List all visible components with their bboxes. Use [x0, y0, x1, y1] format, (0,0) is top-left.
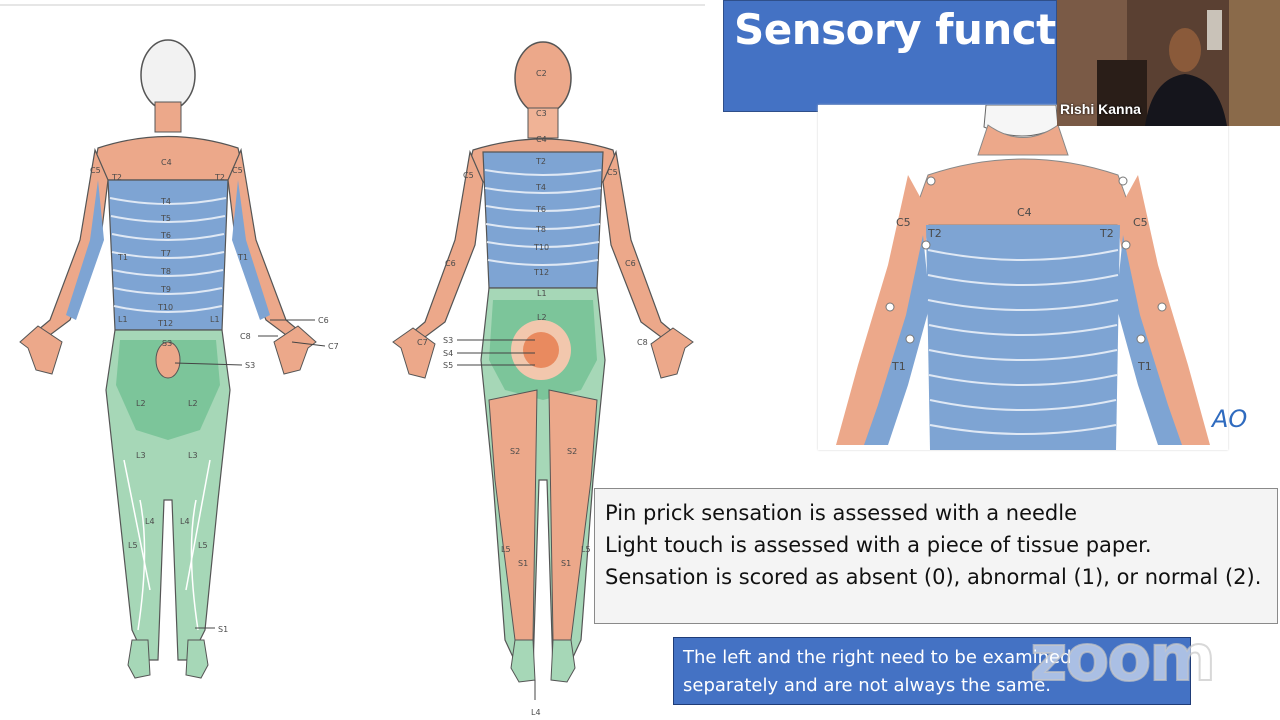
back-label-t4: T4 [535, 183, 546, 192]
torso-inset-figure: C4 C5 C5 T2 T2 T1 T1 [836, 104, 1210, 450]
back-label-s5: S5 [443, 361, 453, 370]
front-label-t10: T10 [157, 303, 173, 312]
back-label-c5-right: C5 [607, 168, 618, 177]
zoom-watermark: zoom [1029, 621, 1217, 697]
front-label-t2-right: T2 [111, 173, 122, 182]
back-label-c4: C4 [536, 135, 547, 144]
inset-label-t2-right: T2 [927, 227, 942, 240]
note-line-1: The left and the right need to be examin… [683, 647, 1072, 668]
slide-title-box: Sensory functio [723, 0, 1057, 112]
front-label-l3-right: L3 [136, 451, 146, 460]
note-line-2: separately and are not always the same. [683, 675, 1051, 696]
front-label-t9: T9 [160, 285, 171, 294]
back-label-l2: L2 [537, 313, 547, 322]
back-label-t10: T10 [533, 243, 549, 252]
inset-label-t1-right: T1 [891, 360, 906, 373]
inset-label-c5-right: C5 [896, 216, 911, 229]
front-label-l2-left: L2 [188, 399, 198, 408]
back-label-l1: L1 [537, 289, 547, 298]
bilateral-note-box: The left and the right need to be examin… [673, 637, 1191, 705]
info-line-light-touch: Light touch is assessed with a piece of … [605, 533, 1152, 557]
inset-label-t1-left: T1 [1137, 360, 1152, 373]
front-label-c6: C6 [318, 316, 329, 325]
participant-name-label: Rishi Kanna [1060, 101, 1141, 117]
back-label-s2-left: S2 [510, 447, 520, 456]
back-label-t8: T8 [535, 225, 546, 234]
front-label-t5: T5 [160, 214, 171, 223]
front-label-s3-center: S3 [162, 339, 172, 348]
front-label-t1-right: T1 [117, 253, 128, 262]
front-label-t6: T6 [160, 231, 171, 240]
back-label-t2: T2 [535, 157, 546, 166]
front-label-s1: S1 [218, 625, 228, 634]
torso-inset-image: C4 C5 C5 T2 T2 T1 T1 [818, 104, 1228, 450]
back-label-c6-right: C6 [625, 259, 636, 268]
back-label-s4: S4 [443, 349, 453, 358]
front-label-l3-left: L3 [188, 451, 198, 460]
front-label-l1-right: L1 [118, 315, 128, 324]
front-label-t4: T4 [160, 197, 171, 206]
front-label-t8: T8 [160, 267, 171, 276]
front-label-l4-left: L4 [180, 517, 190, 526]
info-line-pin-prick: Pin prick sensation is assessed with a n… [605, 501, 1078, 525]
back-label-s3: S3 [443, 336, 453, 345]
inset-label-t2-left: T2 [1099, 227, 1114, 240]
front-label-c4: C4 [161, 158, 172, 167]
back-dermatome-figure: C2 C3 C4 C5 C5 T2 T4 T6 T8 T10 T12 L1 L2… [392, 41, 694, 717]
back-label-t6: T6 [535, 205, 546, 214]
sensation-info-box: Pin prick sensation is assessed with a n… [594, 488, 1278, 624]
front-label-t12: T12 [157, 319, 173, 328]
slide-title: Sensory functio [734, 5, 1056, 54]
front-label-t2-left: T2 [214, 173, 225, 182]
front-label-t7: T7 [160, 249, 171, 258]
back-label-c2: C2 [536, 69, 547, 78]
front-label-l5-right: L5 [128, 541, 138, 550]
front-label-l2-right: L2 [136, 399, 146, 408]
inset-label-c4: C4 [1017, 206, 1032, 219]
front-label-c5-right: C5 [90, 166, 101, 175]
inset-label-c5-left: C5 [1133, 216, 1148, 229]
back-label-s2-right: S2 [567, 447, 577, 456]
front-label-c7: C7 [328, 342, 339, 351]
back-label-l5-left: L5 [501, 545, 511, 554]
back-label-l4: L4 [531, 708, 541, 717]
back-label-c7: C7 [417, 338, 428, 347]
front-dermatome-figure: C4 C5 C5 T2 T2 T4 T5 T6 T7 T8 T9 T10 T12… [19, 39, 339, 679]
front-label-t1-left: T1 [237, 253, 248, 262]
back-label-s1-left: S1 [518, 559, 528, 568]
back-label-t12: T12 [533, 268, 549, 277]
slide-top-divider [0, 4, 705, 6]
back-label-c5-left: C5 [463, 171, 474, 180]
participant-video-feed [1057, 0, 1280, 126]
front-label-s3-pointer: S3 [245, 361, 255, 370]
participant-video-tile[interactable] [1057, 0, 1280, 126]
ao-logo: AO [1212, 405, 1248, 433]
back-label-c3: C3 [536, 109, 547, 118]
back-label-c6-left: C6 [445, 259, 456, 268]
back-label-s1-right: S1 [561, 559, 571, 568]
back-label-c8: C8 [637, 338, 648, 347]
front-label-l4-right: L4 [145, 517, 155, 526]
info-line-scoring: Sensation is scored as absent (0), abnor… [605, 565, 1262, 589]
back-label-l5-right: L5 [581, 545, 591, 554]
front-label-l1-left: L1 [210, 315, 220, 324]
front-label-c8: C8 [240, 332, 251, 341]
front-label-c5-left: C5 [232, 166, 243, 175]
front-label-l5-left: L5 [198, 541, 208, 550]
